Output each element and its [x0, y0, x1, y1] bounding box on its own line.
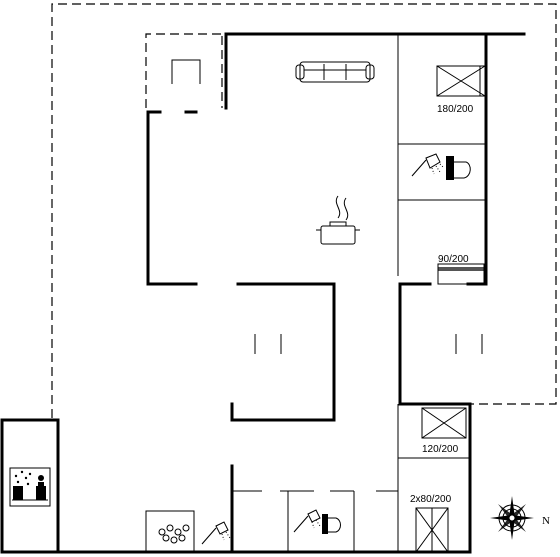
shower-icon-spa: [201, 521, 231, 545]
whirlpool-icon: [145, 510, 195, 552]
bed-label-2x80: 2x80/200: [410, 494, 452, 505]
shower-icon-bottom: [293, 509, 321, 533]
bed-120-icon: [421, 407, 467, 439]
single-bed-icon: [437, 263, 485, 285]
exterior-walls: [0, 32, 526, 554]
interior-walls: [232, 34, 486, 552]
double-bed-icon: [436, 65, 486, 97]
compass-rose-icon: [490, 496, 534, 540]
bed-label-180: 180/200: [437, 104, 474, 115]
shower-icon: [411, 153, 445, 177]
door-marks: [254, 334, 483, 354]
bed-label-90: 90/200: [438, 254, 469, 265]
north-label: N: [542, 515, 550, 527]
fireplace-icon: [171, 59, 201, 84]
terrace-outline: [51, 3, 557, 418]
toilet-icon-bottom: [322, 514, 341, 534]
sauna-icon: [9, 467, 51, 507]
sofa-icon: [295, 61, 375, 83]
bed-label-120: 120/200: [422, 444, 459, 455]
cooking-pot-icon: [316, 195, 360, 245]
bunk-bed-icon: [415, 507, 449, 553]
toilet-icon: [446, 156, 471, 180]
